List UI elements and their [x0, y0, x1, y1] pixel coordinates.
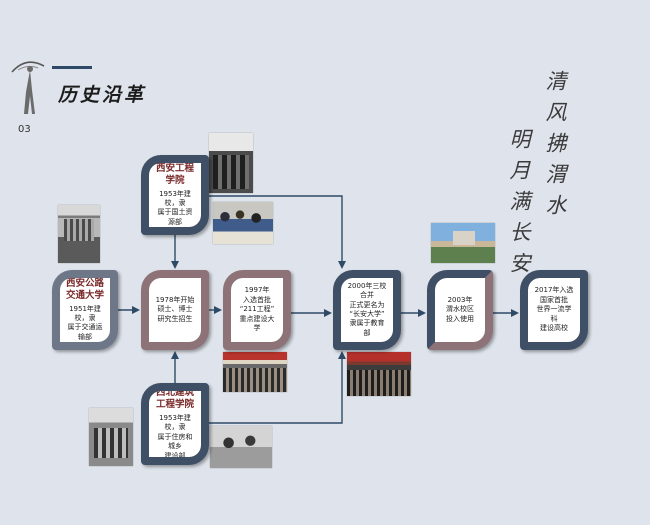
node-2003-weishui-campus: 2003年 渭水校区 投入使用	[427, 270, 493, 350]
node-title: 西北建筑 工程学院	[155, 387, 194, 410]
node-2017-double-first-class: 2017年入选 国家首批 世界一流学科 建设高校	[520, 270, 588, 350]
poem-line-1: 清风拂渭水	[543, 70, 567, 225]
node-xian-engineering-college: 西安工程学院 1953年建校，隶 属于国土资源部	[141, 155, 209, 235]
node-xian-highway-university: 西安公路 交通大学 1951年建校，隶 属于交通运输部	[52, 270, 118, 350]
node-text: 2003年 渭水校区 投入使用	[446, 295, 474, 323]
arrow-xagc-2000	[209, 195, 346, 269]
node-1978-graduate-enrollment: 1978年开始 硕士、博士 研究生招生	[141, 270, 209, 350]
header-accent-bar	[52, 66, 92, 69]
photo-research-team	[213, 202, 273, 244]
photo-weishui-campus	[431, 223, 495, 263]
poem-line-2: 明月满长安	[507, 128, 531, 283]
figure-statue-logo-icon	[11, 61, 45, 114]
photo-northwest-building	[89, 408, 133, 466]
node-text: 1951年建校，隶 属于交通运输部	[67, 304, 103, 341]
node-title: 西安公路 交通大学	[66, 277, 105, 301]
node-text: 2017年入选 国家首批 世界一流学科 建设高校	[534, 286, 574, 333]
node-northwest-architecture-college: 西北建筑 工程学院 1953年建校，隶 属于住房和城乡 建设部	[141, 383, 209, 465]
node-text: 1953年建校，隶 属于国土资源部	[157, 189, 193, 226]
node-text: 1953年建校，隶 属于住房和城乡 建设部	[157, 413, 193, 460]
section-title: 历史沿革	[58, 84, 147, 106]
photo-old-campus-building	[58, 205, 100, 263]
node-text: 2000年三校合并 正式更名为 “长安大学” 隶属于教育部	[347, 281, 387, 337]
photo-college-gate	[209, 133, 253, 193]
node-1997-project-211: 1997年 入选首批 “211工程” 重点建设大学	[223, 270, 291, 350]
node-title: 西安工程学院	[155, 162, 194, 186]
page-number: 03	[18, 124, 31, 135]
photo-merger-ceremony	[347, 352, 411, 396]
node-2000-merger: 2000年三校合并 正式更名为 “长安大学” 隶属于教育部	[333, 270, 401, 350]
photo-211-ceremony	[223, 352, 287, 392]
photo-laboratory	[210, 426, 272, 468]
node-text: 1997年 入选首批 “211工程” 重点建设大学	[239, 286, 275, 333]
node-text: 1978年开始 硕士、博士 研究生招生	[155, 295, 195, 323]
arrow-xbjz-2000	[209, 351, 346, 424]
